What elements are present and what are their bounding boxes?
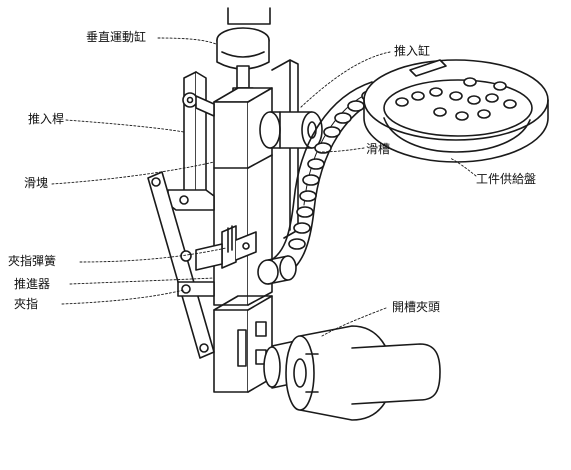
finger-spring-drawing [180,225,257,271]
label-push-rod: 推入桿 [28,112,65,126]
parts-feeder-drawing [363,59,549,163]
label-slider: 滑塊 [24,176,49,190]
vertical-cylinder-drawing [216,7,271,97]
guide-rail-drawing [271,59,299,239]
label-slotted-chuck: 開槽夾頭 [392,300,441,314]
label-chute: 滑槽 [366,142,391,156]
label-push-in-cylinder: 推入缸 [394,44,431,58]
leader-lines [51,37,477,337]
link-arm-drawing [147,171,215,359]
label-finger-spring: 夾指彈簧 [8,254,57,268]
push-rod-drawing [167,71,215,211]
label-parts-feeder: 工件供給盤 [476,172,537,186]
lower-body-drawing [213,295,273,393]
label-vertical-cylinder: 垂直運動缸 [86,30,147,44]
push-in-cylinder-drawing [259,111,323,149]
label-finger: 夾指 [14,297,39,311]
slotted-chuck-drawing [263,325,441,421]
label-pusher: 推進器 [14,277,51,291]
